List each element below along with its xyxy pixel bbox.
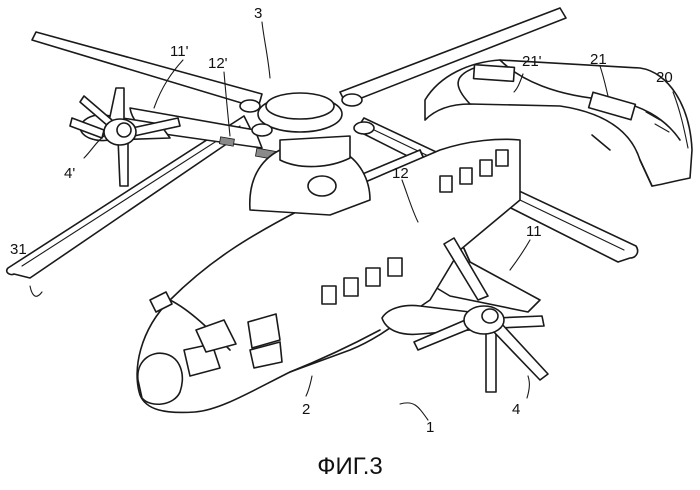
blade-front-left [5, 115, 251, 279]
label-gear-right: 12 [392, 165, 409, 182]
propeller-4 [381, 237, 549, 393]
label-gear-left: 12' [208, 55, 228, 72]
blade-rear-left [31, 31, 263, 109]
cabin-window [495, 149, 509, 167]
cabin-window [459, 167, 473, 185]
cockpit-window [247, 313, 281, 349]
label-prop-left: 4' [64, 165, 75, 182]
cabin-window [365, 267, 381, 287]
label-wing-left: 11' [170, 43, 189, 60]
label-tail: 20 [656, 69, 673, 86]
cabin-window [343, 277, 359, 297]
rotor-hub-3 [239, 92, 375, 216]
cabin-window [321, 285, 337, 305]
rear-wing-20 [424, 59, 693, 187]
cabin-window [439, 175, 453, 193]
label-prop-right: 4 [512, 401, 520, 418]
figure-caption: ФИГ.3 [317, 453, 383, 480]
leader-lines [29, 21, 689, 421]
label-fuselage: 2 [302, 401, 310, 418]
label-blade: 31 [10, 241, 27, 258]
reference-labels: 3 11' 12' 4' 31 21' 21 20 12 11 2 4 1 [10, 5, 673, 436]
propeller-4p [69, 87, 181, 187]
label-wing-right-top: 21' [522, 53, 542, 70]
cockpit-window [149, 291, 173, 313]
cockpit-nose-window [137, 352, 184, 405]
label-wing-right-low: 11 [526, 223, 542, 240]
label-aircraft: 1 [426, 419, 434, 436]
fuselage-2 [136, 138, 521, 414]
cockpit-window [195, 319, 237, 353]
cabin-window [387, 257, 403, 277]
label-wing-right: 21 [590, 51, 607, 68]
label-rotor: 3 [254, 5, 262, 22]
cockpit-window [249, 341, 283, 369]
rotor-blades [5, 7, 639, 279]
cabin-window [479, 159, 493, 177]
